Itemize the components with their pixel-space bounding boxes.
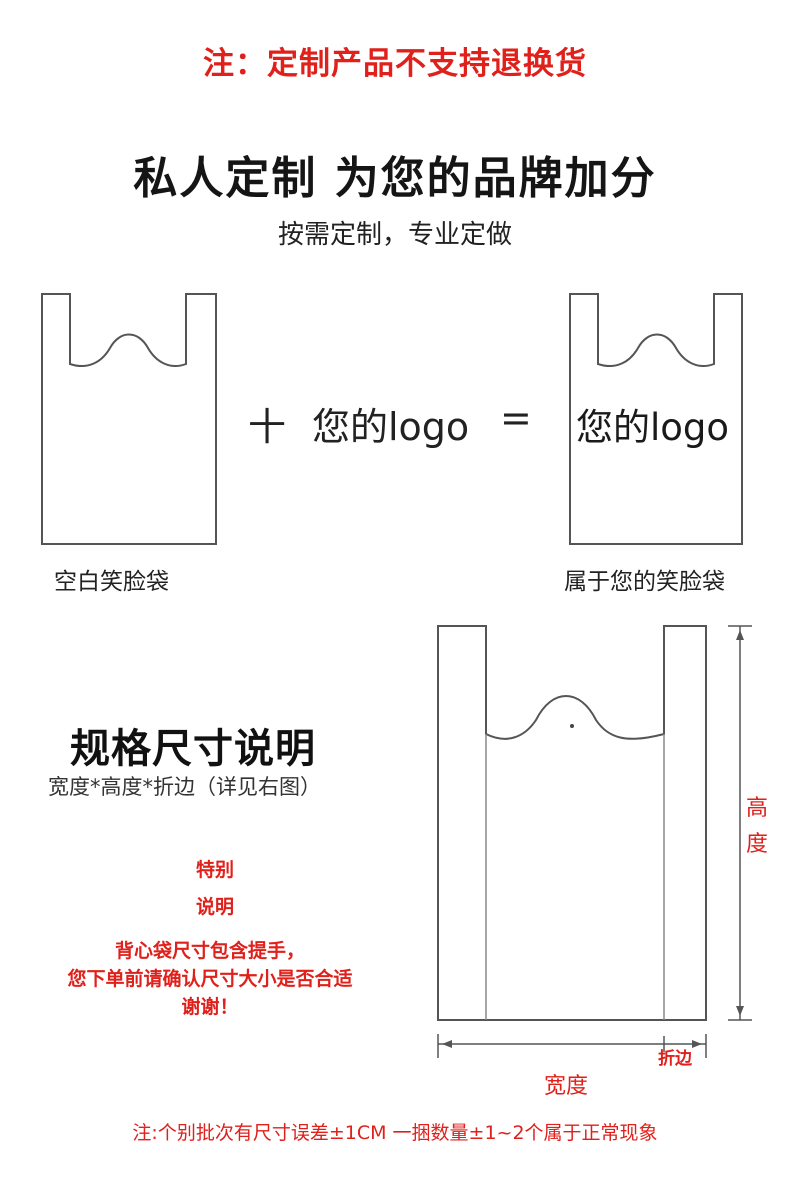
custom-bag-illustration — [569, 293, 743, 545]
dimension-bag-illustration — [437, 625, 752, 1058]
your-logo-text: 您的logo — [312, 405, 470, 449]
spec-subtitle: 宽度*高度*折边（详见右图） — [48, 775, 321, 799]
logo-on-bag: 您的logo — [576, 406, 730, 449]
note-line-2: 您下单前请确认尺寸大小是否合适 — [67, 968, 353, 990]
fold-label: 折边 — [658, 1049, 692, 1069]
notice-banner: 注：定制产品不支持退换货 — [203, 46, 587, 82]
special-note-label-2: 说明 — [195, 896, 234, 918]
equals-sign: = — [500, 396, 532, 440]
page-subheadline: 按需定制，专业定做 — [277, 220, 512, 250]
footnote: 注:个别批次有尺寸误差±1CM 一捆数量±1~2个属于正常现象 — [132, 1122, 658, 1144]
blank-bag-illustration — [41, 293, 217, 545]
blank-bag-caption: 空白笑脸袋 — [54, 569, 169, 595]
spec-title: 规格尺寸说明 — [70, 726, 316, 772]
height-label-1: 高 — [746, 796, 769, 821]
width-label: 宽度 — [544, 1074, 589, 1099]
page-headline: 私人定制 为您的品牌加分 — [133, 153, 657, 204]
plus-sign: 十 — [248, 405, 287, 449]
custom-bag-caption: 属于您的笑脸袋 — [564, 569, 725, 595]
height-label-2: 度 — [746, 832, 769, 857]
special-note-label-1: 特别 — [195, 859, 234, 881]
note-line-1: 背心袋尺寸包含提手， — [114, 940, 305, 962]
note-line-3: 谢谢！ — [181, 996, 239, 1018]
